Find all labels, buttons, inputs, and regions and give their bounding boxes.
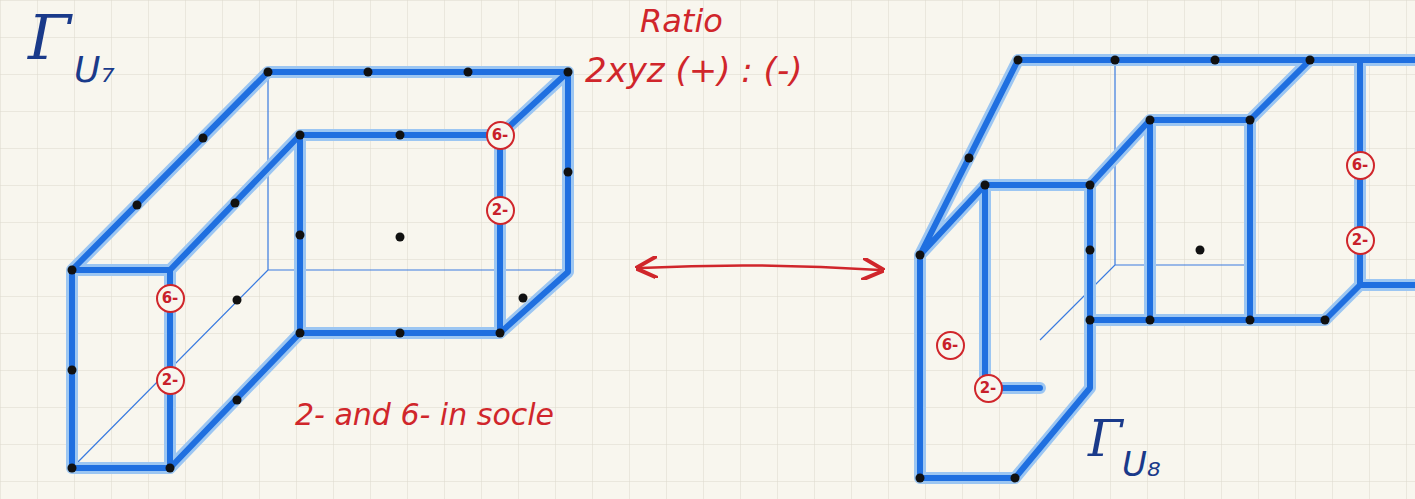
circle-text: 2- <box>492 203 509 218</box>
handwritten-label: U₇ <box>74 50 115 90</box>
circled-label: 6- <box>486 121 515 150</box>
circled-label: 6- <box>1346 151 1375 180</box>
circled-label: 2- <box>974 374 1003 403</box>
vertex-dots <box>68 56 1330 483</box>
handwritten-label: Γ <box>1088 412 1123 467</box>
circled-label: 2- <box>486 196 515 225</box>
circle-text: 6- <box>492 128 509 143</box>
circle-text: 6- <box>942 338 959 353</box>
circle-text: 2- <box>1352 233 1369 248</box>
handwritten-label: 2xyz (+) : (-) <box>585 52 802 89</box>
circled-label: 2- <box>1346 226 1375 255</box>
circled-label: 2- <box>156 366 185 395</box>
double-arrow <box>640 265 880 270</box>
handwritten-label: 2- and 6- in socle <box>295 398 554 431</box>
circled-label: 6- <box>156 284 185 313</box>
circle-text: 6- <box>162 291 179 306</box>
circled-label: 6- <box>936 331 965 360</box>
circle-text: 6- <box>1352 158 1369 173</box>
circle-text: 2- <box>980 381 997 396</box>
handwritten-label: U₈ <box>1122 446 1161 483</box>
circle-text: 2- <box>162 373 179 388</box>
handwritten-label: Γ <box>28 4 71 72</box>
handwritten-label: Ratio <box>640 4 723 39</box>
blue-frames <box>72 60 1415 478</box>
